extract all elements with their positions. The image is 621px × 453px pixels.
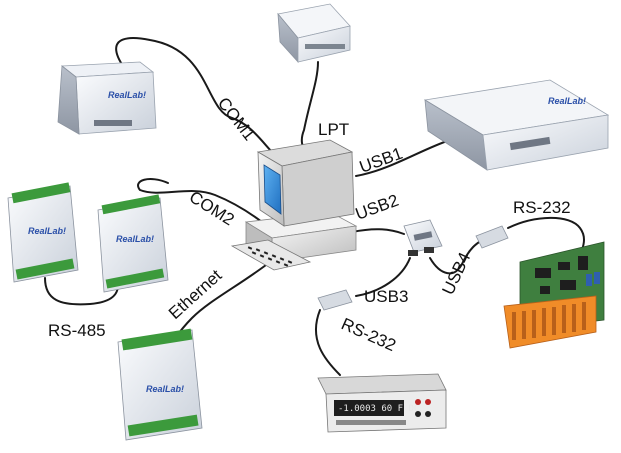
usb1-device-logo: RealLab! xyxy=(548,96,586,106)
usb3-cable xyxy=(355,257,411,297)
monitor-screen xyxy=(263,164,282,215)
usb4-cable xyxy=(429,239,483,275)
label-lpt: LPT xyxy=(318,120,349,139)
lpt-cable xyxy=(300,61,319,151)
com1-device-logo: RealLab! xyxy=(108,90,146,100)
label-usb1: USB1 xyxy=(357,144,405,177)
multimeter-display: -1.0003 60 F DC xyxy=(338,404,419,414)
label-com1: COM1 xyxy=(214,94,259,144)
rs232-bottom-cable xyxy=(314,309,341,376)
usb2-cable xyxy=(351,228,405,235)
rs485-module-right: RealLab! xyxy=(97,194,169,293)
label-rs232-bottom: RS-232 xyxy=(338,314,398,355)
usb-converter xyxy=(403,219,443,256)
com2-cable xyxy=(137,178,263,223)
label-usb4: USB4 xyxy=(438,249,474,297)
rs485-right-logo: RealLab! xyxy=(116,234,154,244)
label-rs232-top: RS-232 xyxy=(513,198,571,217)
label-usb2: USB2 xyxy=(353,191,401,224)
rs485-module-left: RealLab! xyxy=(7,182,79,283)
usb1-device: RealLab! xyxy=(423,79,610,171)
computer xyxy=(230,139,358,271)
com1-device: RealLab! xyxy=(57,61,157,135)
label-usb3: USB3 xyxy=(364,287,408,306)
usb4-adapter xyxy=(475,225,509,249)
usb3-adapter xyxy=(317,289,353,311)
rs232-top-cable xyxy=(507,216,585,251)
cables xyxy=(44,37,585,376)
ethernet-module-logo: RealLab! xyxy=(146,384,184,394)
circuit-board xyxy=(503,241,605,349)
rs485-cable xyxy=(44,277,119,306)
lpt-device xyxy=(277,3,351,64)
label-rs485: RS-485 xyxy=(48,321,106,340)
ethernet-module: RealLab! xyxy=(117,328,203,441)
multimeter: -1.0003 60 F DC xyxy=(317,373,447,433)
rs485-left-logo: RealLab! xyxy=(28,226,66,236)
com1-cable xyxy=(115,37,286,166)
